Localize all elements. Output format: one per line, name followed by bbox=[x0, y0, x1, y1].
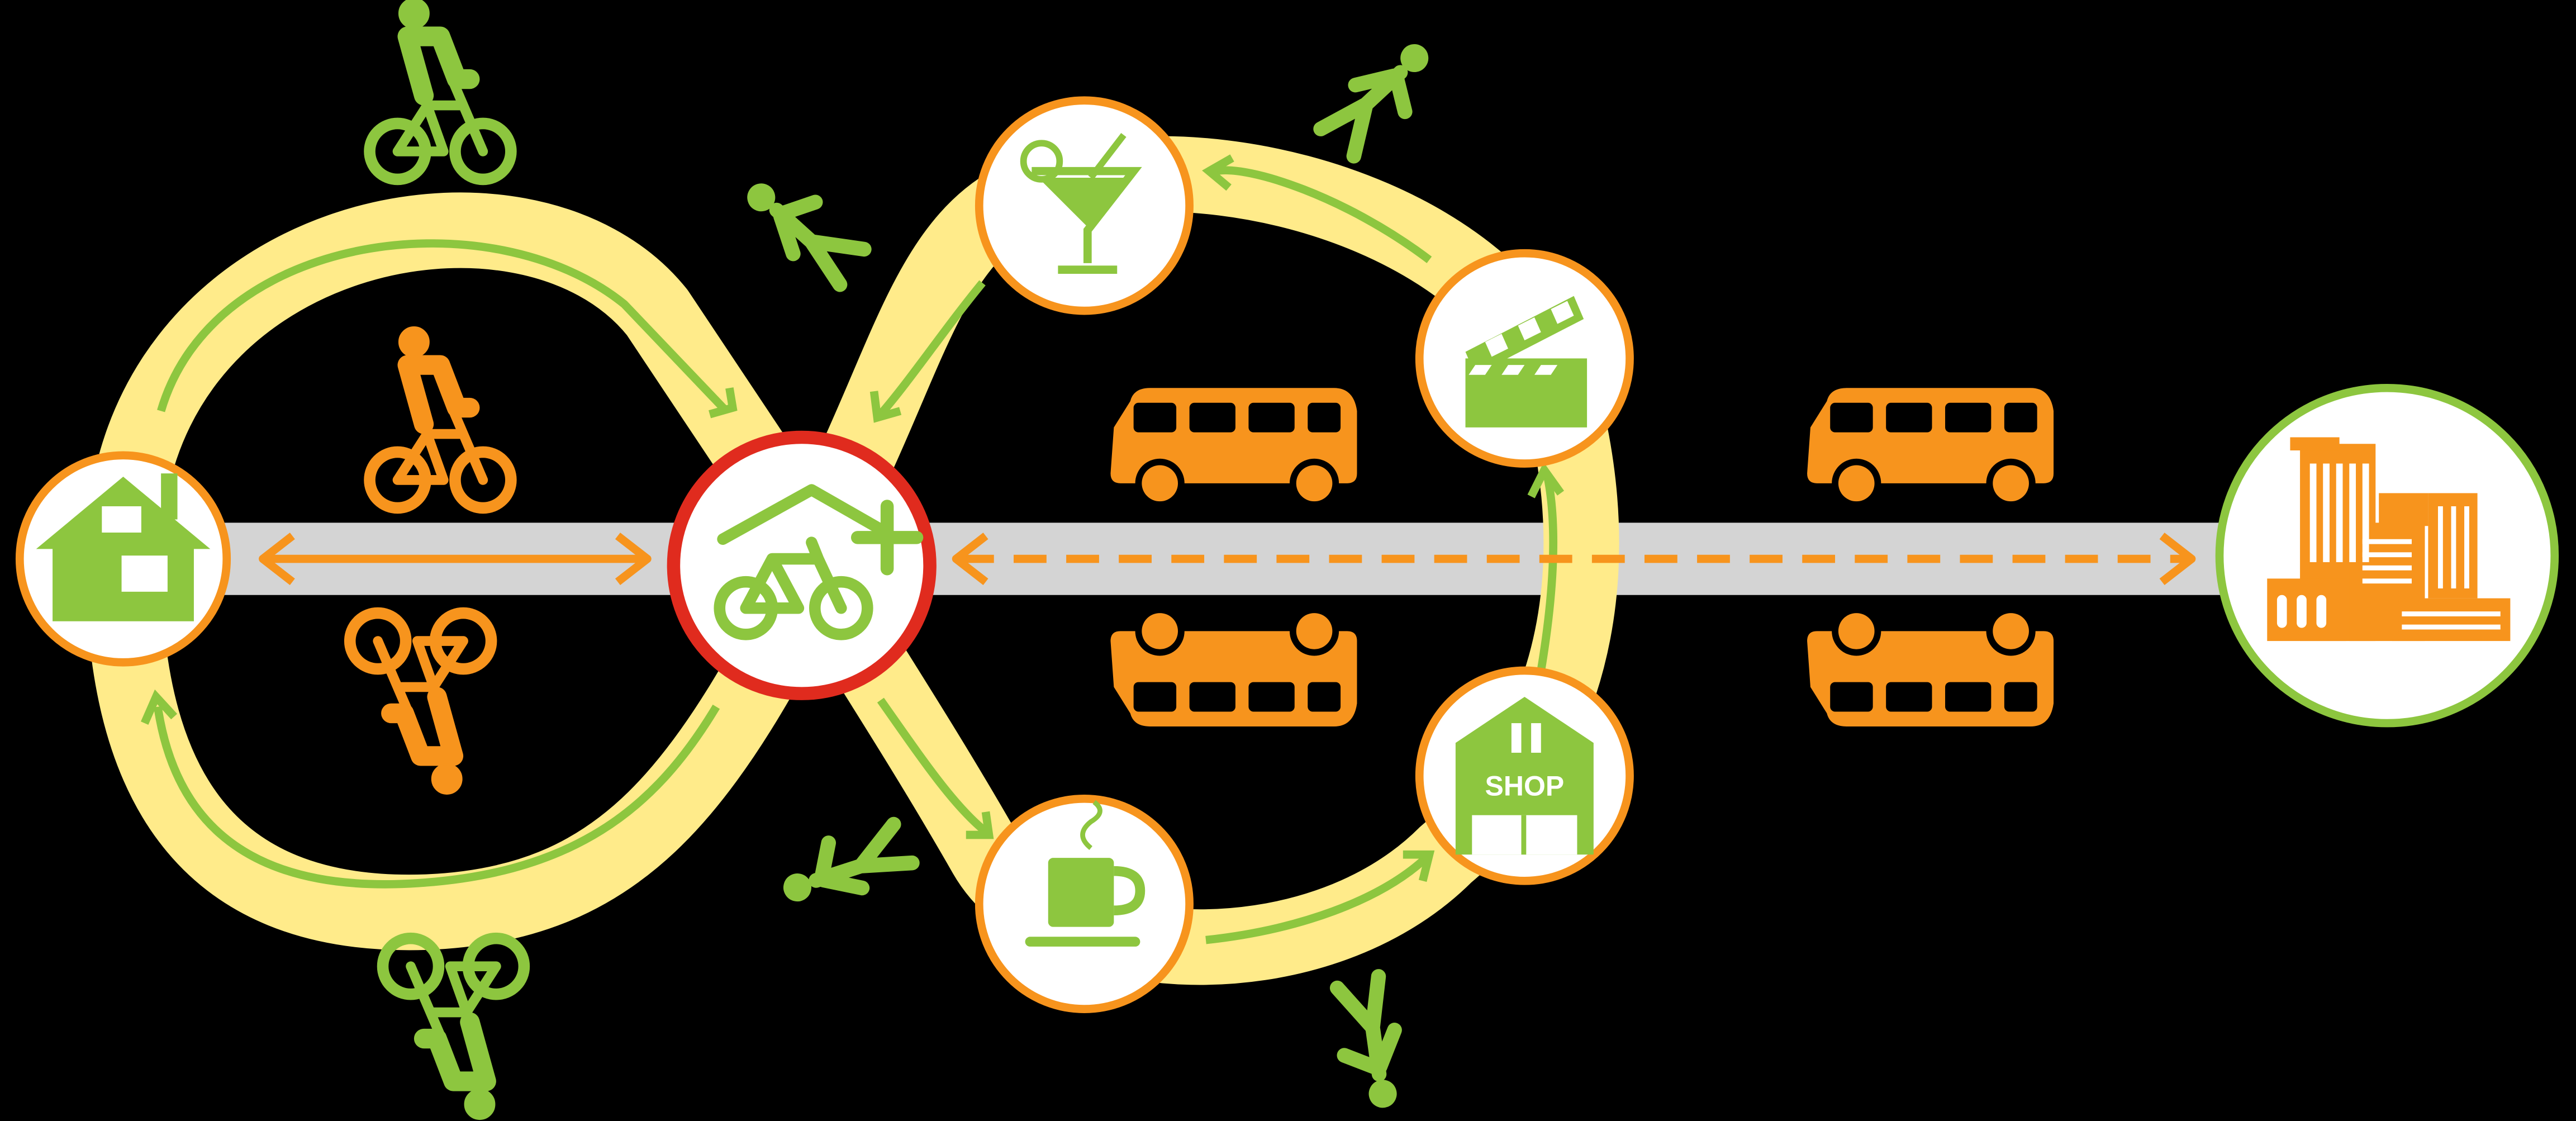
bike-parking-plus-icon bbox=[714, 484, 924, 640]
pedestrian-icon bbox=[1319, 27, 1441, 166]
bicycle-rider-icon bbox=[350, 613, 491, 794]
clapperboard-icon bbox=[1465, 296, 1588, 428]
hub-city-arrow bbox=[952, 533, 2196, 586]
pedestrian-icon bbox=[732, 171, 873, 286]
coffee-cup-icon bbox=[1025, 800, 1146, 947]
pedestrian-icon bbox=[1322, 973, 1422, 1114]
bus-icon bbox=[1110, 388, 1357, 508]
left-loop-top-arrow bbox=[157, 239, 729, 414]
bus-icon bbox=[1110, 606, 1357, 726]
home-hub-arrow bbox=[259, 533, 652, 586]
bicycle-rider-icon bbox=[370, 327, 511, 508]
city-node bbox=[2215, 383, 2559, 728]
bar-node bbox=[975, 96, 1194, 315]
cafe-node bbox=[975, 794, 1194, 1013]
bus-icon bbox=[1807, 606, 2054, 726]
left-loop bbox=[85, 192, 859, 951]
shop-node: SHOP bbox=[1415, 666, 1634, 885]
bicycle-rider-icon bbox=[370, 0, 511, 179]
bus-icon bbox=[1807, 388, 2054, 508]
shop-label: SHOP bbox=[1485, 770, 1565, 801]
cinema-node bbox=[1415, 249, 1634, 468]
home-node bbox=[15, 451, 231, 667]
pedestrian-icon bbox=[774, 810, 915, 925]
city-buildings-icon bbox=[2267, 437, 2511, 642]
cocktail-glass-icon bbox=[1020, 132, 1142, 274]
bicycle-rider-icon bbox=[383, 938, 524, 1119]
left-loop-bottom-arrow bbox=[153, 704, 720, 889]
hub-node bbox=[667, 430, 937, 700]
shop-building-icon: SHOP bbox=[1455, 697, 1594, 855]
